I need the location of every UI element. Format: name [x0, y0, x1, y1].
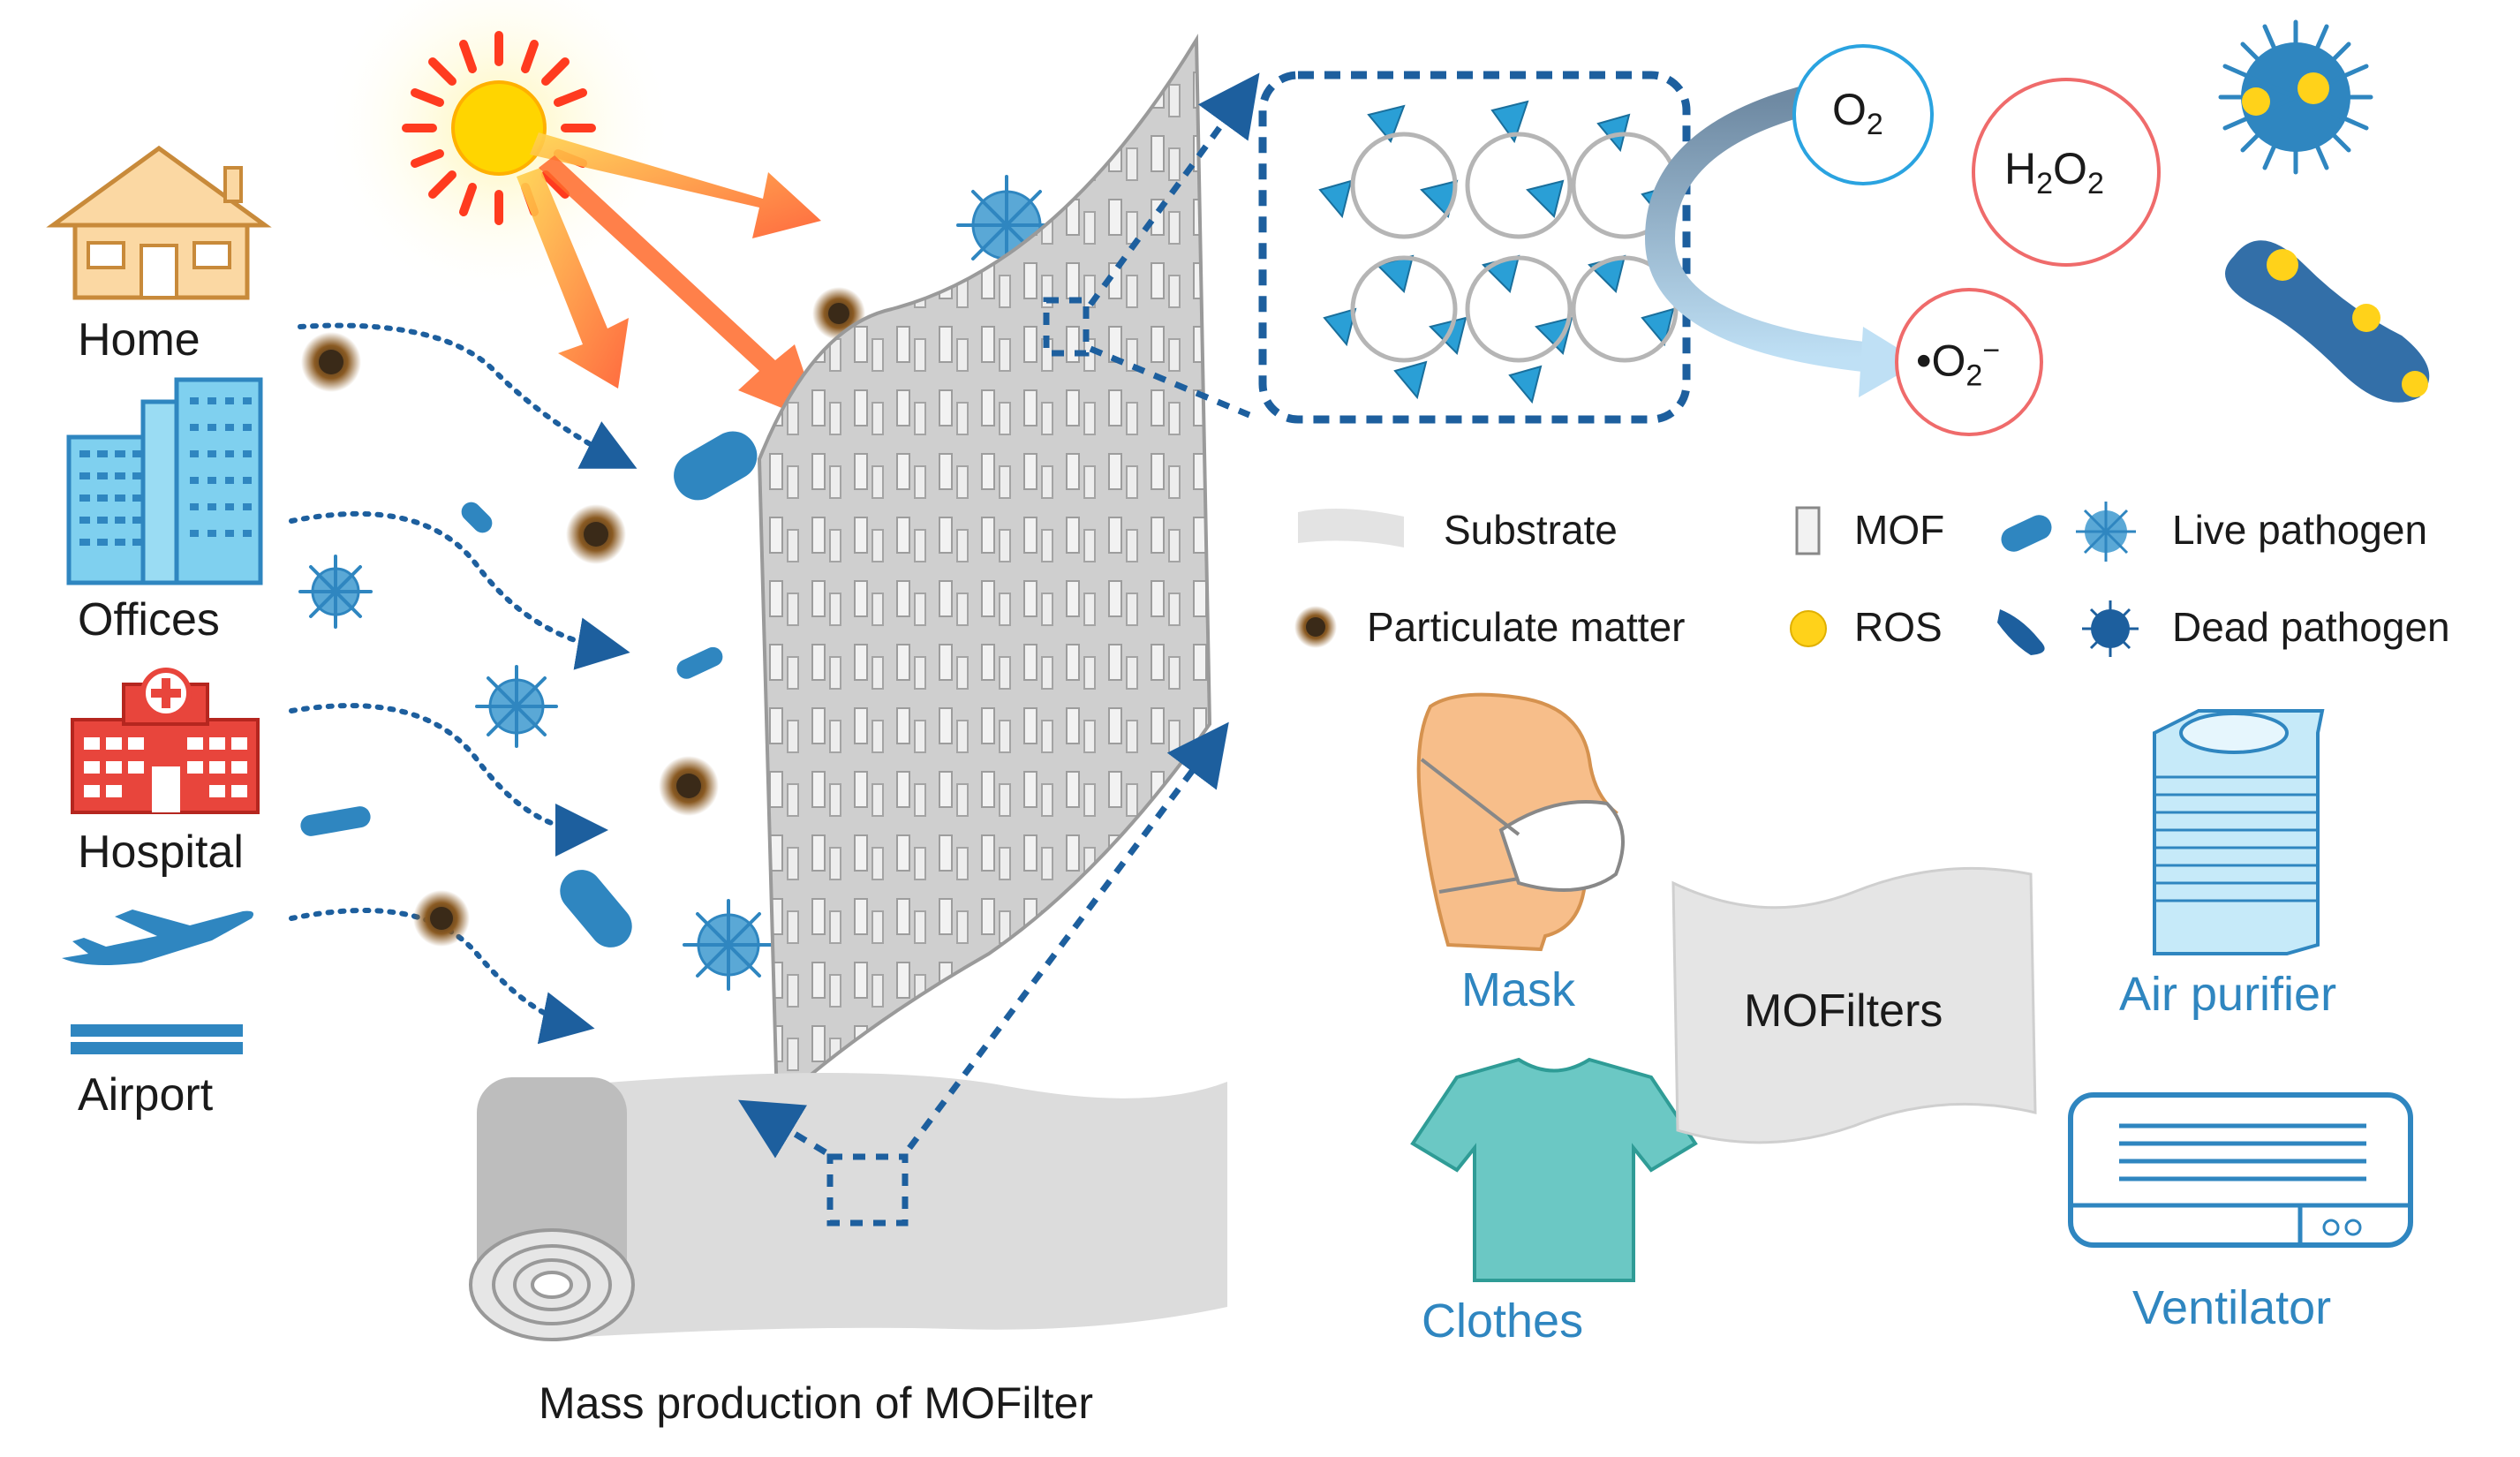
clothes-label: Clothes	[1422, 1295, 1584, 1348]
sun-icon	[322, 0, 675, 305]
legend-ros-icon	[1790, 610, 1827, 647]
h2o2-sub2: 2	[2086, 167, 2104, 200]
mask-label: Mask	[1461, 963, 1576, 1016]
mofilters-label: MOFilters	[1744, 985, 1943, 1037]
o2-bubble	[1792, 44, 1934, 185]
caption: Mass production of MOFilter	[539, 1378, 1093, 1428]
legend-particulate-icon	[1294, 606, 1337, 648]
superoxide-formula: •O2−	[1916, 334, 2000, 394]
particulate-matter	[301, 287, 865, 947]
home-icon	[46, 145, 272, 300]
shirt-icon	[1410, 1057, 1698, 1282]
air-purifier-icon	[2153, 709, 2325, 955]
mask-icon	[1416, 692, 1625, 952]
legend-particulate-label: Particulate matter	[1367, 604, 1686, 650]
ventilator-icon	[2068, 1092, 2413, 1248]
o2-formula: O2	[1832, 84, 1883, 142]
o2-symbol: O	[1832, 85, 1867, 134]
o2-subscript: 2	[1866, 108, 1883, 141]
airplane-icon	[62, 910, 254, 1054]
superoxide-symbol: •O	[1916, 336, 1966, 386]
h2o2-sub1: 2	[2036, 167, 2054, 200]
mof-structure-zoom	[1258, 71, 1691, 424]
h2o2-formula: H2O2	[2004, 143, 2104, 201]
light-ray-arrows	[517, 132, 821, 424]
hospital-label: Hospital	[78, 827, 244, 878]
hospital-icon	[71, 668, 260, 814]
legend-substrate-label: Substrate	[1444, 507, 1618, 553]
legend-substrate-icon	[1298, 509, 1404, 547]
h2o2-h: H	[2004, 144, 2037, 193]
home-label: Home	[78, 314, 200, 366]
legend-ros-label: ROS	[1854, 604, 1943, 650]
superoxide-bubble	[1895, 288, 2043, 436]
h2o2-bubble	[1972, 78, 2161, 267]
legend-dead-pathogen-label: Dead pathogen	[2172, 604, 2450, 650]
offices-icon	[66, 377, 263, 585]
mofilters-sheet	[1671, 866, 2037, 1144]
reaction-arrow	[1644, 87, 1920, 397]
legend-mof-label: MOF	[1854, 507, 1945, 553]
zoom-guides	[737, 72, 1260, 1227]
legend-dead-pathogen-icon	[1997, 600, 2139, 657]
superoxide-charge: −	[1982, 334, 2001, 367]
h2o2-o: O	[2053, 144, 2087, 193]
superoxide-subscript: 2	[1965, 359, 1983, 393]
legend-mof-icon	[1795, 506, 1821, 555]
air-purifier-label: Air purifier	[2119, 968, 2337, 1021]
offices-label: Offices	[78, 594, 220, 645]
substrate-roll	[469, 1073, 1227, 1341]
legend-live-pathogen-icon	[2001, 502, 2136, 562]
airflow-arrows	[289, 322, 638, 1045]
ventilator-label: Ventilator	[2132, 1281, 2332, 1334]
airport-label: Airport	[78, 1069, 214, 1121]
pathogens	[298, 175, 1057, 991]
legend-live-pathogen-label: Live pathogen	[2172, 507, 2428, 553]
dead-pathogen-cluster	[2218, 19, 2430, 403]
